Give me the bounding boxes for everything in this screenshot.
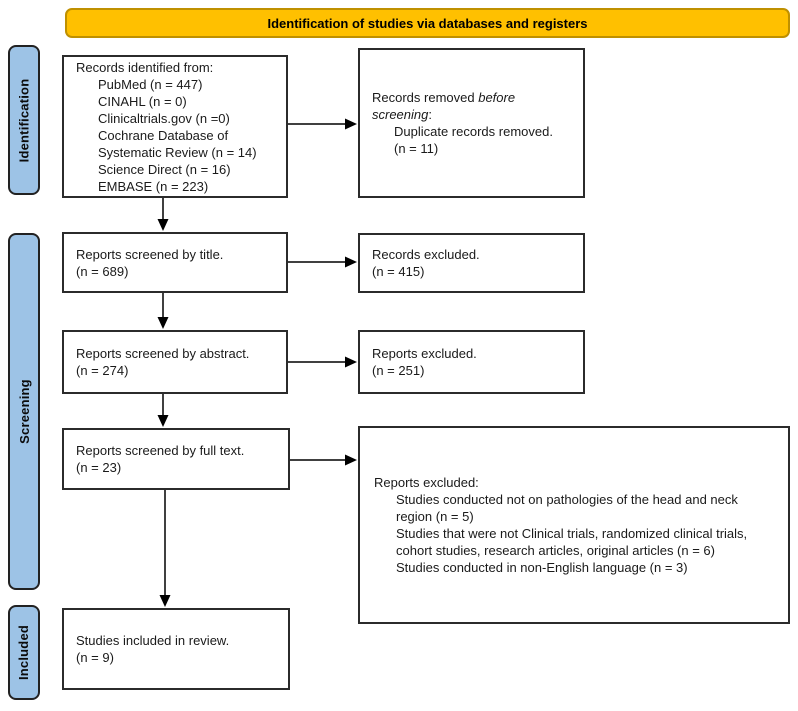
box-studies-included: Studies included in review. (n = 9) bbox=[62, 608, 290, 690]
reason-count: (n = 11) bbox=[394, 141, 439, 156]
box-text: Reports screened by title. bbox=[76, 246, 224, 262]
reason-item: Studies conducted in non-English languag… bbox=[396, 560, 688, 575]
stage-label-included-text: Included bbox=[16, 624, 32, 681]
source-item: Clinicaltrials.gov (n =0) bbox=[98, 110, 230, 126]
arrow-abstract-to-fulltext bbox=[157, 394, 169, 427]
arrow-title-to-excluded bbox=[288, 256, 357, 268]
box-text: Reports screened by full text. bbox=[76, 443, 245, 458]
stage-label-included: Included bbox=[8, 605, 40, 700]
stage-label-identification-text: Identification bbox=[16, 78, 32, 162]
box-screened-by-title: Reports screened by title. (n = 689) bbox=[62, 232, 288, 293]
stage-label-screening: Screening bbox=[8, 233, 40, 590]
box-text: Reports screened by abstract. bbox=[76, 346, 250, 361]
arrow-abstract-to-excluded bbox=[288, 356, 357, 368]
title-italic-text: before screening bbox=[372, 90, 516, 122]
box-title: Records identified from: bbox=[76, 59, 214, 75]
box-records-identified: Records identified from: PubMed (n = 447… bbox=[62, 55, 288, 198]
box-records-removed-before-screening: Records removed before screening: Duplic… bbox=[358, 48, 585, 198]
arrow-fulltext-to-excluded bbox=[290, 454, 357, 466]
box-title: Records removed before screening: bbox=[372, 89, 575, 123]
box-fulltext-excluded-reasons: Reports excluded: Studies conducted not … bbox=[358, 426, 790, 624]
box-reports-excluded: Reports excluded. (n = 251) bbox=[358, 330, 585, 394]
box-count: (n = 23) bbox=[76, 460, 122, 475]
arrow-identified-to-removed bbox=[288, 118, 357, 130]
reason-item: Studies conducted not on pathologies of … bbox=[396, 492, 738, 524]
arrow-identified-to-title-screen bbox=[157, 198, 169, 231]
title-colon: : bbox=[428, 107, 432, 122]
diagram-title: Identification of studies via databases … bbox=[267, 15, 588, 31]
source-item: Cochrane Database of Systematic Review (… bbox=[98, 127, 257, 160]
reason-item: Duplicate records removed. bbox=[394, 124, 553, 139]
box-count: (n = 689) bbox=[76, 263, 129, 279]
source-item: CINAHL (n = 0) bbox=[98, 93, 187, 109]
stage-label-identification: Identification bbox=[8, 45, 40, 195]
source-item: Science Direct (n = 16) bbox=[98, 161, 231, 177]
box-count: (n = 274) bbox=[76, 363, 129, 378]
arrow-fulltext-to-included bbox=[159, 490, 171, 607]
box-count: (n = 251) bbox=[372, 363, 425, 378]
box-count: (n = 415) bbox=[372, 264, 425, 279]
source-item: EMBASE (n = 223) bbox=[98, 178, 209, 194]
box-text: Reports excluded. bbox=[372, 346, 477, 361]
box-text: Studies included in review. bbox=[76, 633, 230, 648]
box-screened-by-abstract: Reports screened by abstract. (n = 274) bbox=[62, 330, 288, 394]
title-text: Records removed bbox=[372, 90, 479, 105]
box-screened-by-full-text: Reports screened by full text. (n = 23) bbox=[62, 428, 290, 490]
box-text: Records excluded. bbox=[372, 247, 480, 262]
source-item: PubMed (n = 447) bbox=[98, 76, 203, 92]
stage-label-screening-text: Screening bbox=[16, 379, 32, 444]
arrow-title-to-abstract bbox=[157, 293, 169, 329]
box-title: Reports excluded: bbox=[374, 475, 479, 490]
reason-item: Studies that were not Clinical trials, r… bbox=[396, 526, 748, 558]
box-records-excluded: Records excluded. (n = 415) bbox=[358, 233, 585, 293]
box-count: (n = 9) bbox=[76, 650, 114, 665]
diagram-title-banner: Identification of studies via databases … bbox=[65, 8, 790, 38]
